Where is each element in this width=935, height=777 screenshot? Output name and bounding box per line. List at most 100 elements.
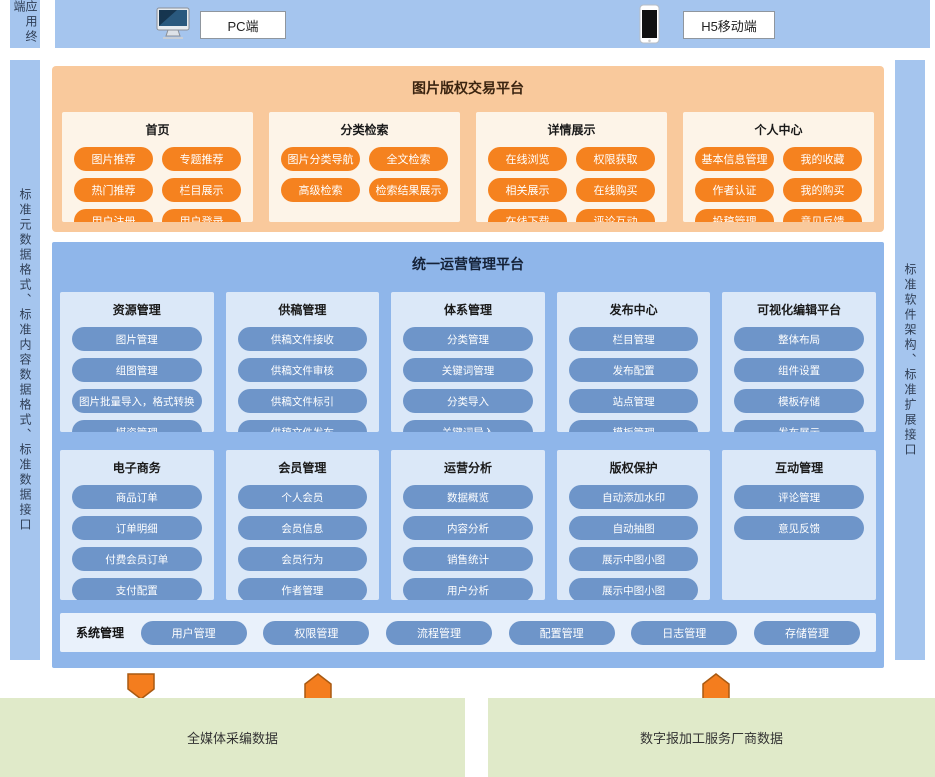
feature-button[interactable]: 用户注册 xyxy=(74,209,153,222)
feature-button[interactable]: 相关展示 xyxy=(488,178,567,202)
feature-button[interactable]: 展示中图小图 xyxy=(568,547,699,571)
button-list: 供稿文件接收供稿文件审核供稿文件标引供稿文件发布 xyxy=(226,325,380,432)
feature-button[interactable]: 订单明细 xyxy=(72,516,202,540)
ops-platform-row1: 资源管理图片管理组图管理图片批量导入，格式转换媒资管理供稿管理供稿文件接收供稿文… xyxy=(60,292,876,432)
desktop-monitor-icon xyxy=(155,7,191,46)
feature-group: 供稿管理供稿文件接收供稿文件审核供稿文件标引供稿文件发布 xyxy=(225,292,380,432)
group-title: 会员管理 xyxy=(278,461,327,475)
group-title: 电子商务 xyxy=(112,461,161,475)
feature-button[interactable]: 栏目管理 xyxy=(568,327,699,351)
system-feature-button[interactable]: 配置管理 xyxy=(508,620,615,645)
feature-button[interactable]: 图片管理 xyxy=(72,327,202,351)
feature-button[interactable]: 供稿文件发布 xyxy=(237,420,368,432)
feature-button[interactable]: 发布配置 xyxy=(568,358,699,382)
feature-button[interactable]: 发布展示 xyxy=(734,420,864,432)
feature-button[interactable]: 权限获取 xyxy=(576,147,655,171)
feature-button[interactable]: 作者认证 xyxy=(695,178,774,202)
data-source-left-label: 全媒体采编数据 xyxy=(186,731,278,746)
system-feature-button[interactable]: 用户管理 xyxy=(140,620,247,645)
feature-button[interactable]: 会员信息 xyxy=(237,516,368,540)
feature-group: 互动管理评论管理意见反馈 xyxy=(722,450,876,600)
feature-button[interactable]: 我的购买 xyxy=(783,178,862,202)
feature-button[interactable]: 栏目展示 xyxy=(162,178,241,202)
feature-button[interactable]: 销售统计 xyxy=(403,547,533,571)
feature-button[interactable]: 组图管理 xyxy=(72,358,202,382)
group-title: 发布中心 xyxy=(609,303,658,317)
feature-button[interactable]: 站点管理 xyxy=(568,389,699,413)
feature-group: 运营分析数据概览内容分析销售统计用户分析 xyxy=(391,450,545,600)
feature-button[interactable]: 在线浏览 xyxy=(488,147,567,171)
ops-platform-panel: 统一运营管理平台 资源管理图片管理组图管理图片批量导入，格式转换媒资管理供稿管理… xyxy=(52,242,884,668)
feature-button[interactable]: 投稿管理 xyxy=(695,209,774,222)
feature-button[interactable]: 评论互动 xyxy=(576,209,655,222)
feature-group: 体系管理分类管理关键词管理分类导入关键词导入 xyxy=(391,292,545,432)
feature-button[interactable]: 个人会员 xyxy=(237,485,368,509)
feature-button[interactable]: 数据概览 xyxy=(403,485,533,509)
feature-button[interactable]: 内容分析 xyxy=(403,516,533,540)
system-feature-button[interactable]: 流程管理 xyxy=(385,620,492,645)
feature-button[interactable]: 热门推荐 xyxy=(74,178,153,202)
feature-button[interactable]: 支付配置 xyxy=(72,578,202,600)
feature-button[interactable]: 用户登录 xyxy=(162,209,241,222)
feature-button[interactable]: 供稿文件审核 xyxy=(237,358,368,382)
button-list: 图片推荐专题推荐热门推荐栏目展示用户注册用户登录 xyxy=(62,145,253,222)
feature-button[interactable]: 供稿文件接收 xyxy=(237,327,368,351)
h5-mobile-terminal-box[interactable]: H5移动端 xyxy=(683,11,775,39)
system-feature-button[interactable]: 存储管理 xyxy=(753,620,860,645)
feature-button[interactable]: 用户分析 xyxy=(403,578,533,600)
group-title: 个人中心 xyxy=(754,123,803,137)
system-feature-button[interactable]: 日志管理 xyxy=(631,620,738,645)
feature-button[interactable]: 组件设置 xyxy=(734,358,864,382)
feature-button[interactable]: 我的收藏 xyxy=(783,147,862,171)
feature-button[interactable]: 基本信息管理 xyxy=(695,147,774,171)
feature-button[interactable]: 会员行为 xyxy=(237,547,368,571)
feature-button[interactable]: 供稿文件标引 xyxy=(237,389,368,413)
button-list: 评论管理意见反馈 xyxy=(722,483,876,542)
feature-button[interactable]: 展示中图小图 xyxy=(568,578,699,600)
feature-button[interactable]: 在线购买 xyxy=(576,178,655,202)
feature-button[interactable]: 媒资管理 xyxy=(72,420,202,432)
feature-group: 分类检索图片分类导航全文检索高级检索检索结果展示 xyxy=(269,112,460,222)
feature-button[interactable]: 评论管理 xyxy=(734,485,864,509)
feature-button[interactable]: 关键词管理 xyxy=(403,358,533,382)
feature-group: 电子商务商品订单订单明细付费会员订单支付配置 xyxy=(60,450,214,600)
feature-button[interactable]: 自动抽图 xyxy=(568,516,699,540)
feature-button[interactable]: 自动添加水印 xyxy=(568,485,699,509)
right-standards-label: 标准软件架构、标准扩展接口 xyxy=(903,262,917,458)
feature-button[interactable]: 付费会员订单 xyxy=(72,547,202,571)
feature-button[interactable]: 分类导入 xyxy=(403,389,533,413)
group-title: 资源管理 xyxy=(112,303,161,317)
feature-button[interactable]: 意见反馈 xyxy=(783,209,862,222)
button-list: 图片分类导航全文检索高级检索检索结果展示 xyxy=(269,145,460,204)
pc-terminal-label: PC端 xyxy=(227,18,259,34)
feature-button[interactable]: 作者管理 xyxy=(237,578,368,600)
feature-button[interactable]: 意见反馈 xyxy=(734,516,864,540)
feature-button[interactable]: 图片批量导入，格式转换 xyxy=(72,389,202,413)
feature-button[interactable]: 关键词导入 xyxy=(403,420,533,432)
button-list: 栏目管理发布配置站点管理模板管理 xyxy=(557,325,711,432)
feature-button[interactable]: 模板存储 xyxy=(734,389,864,413)
terminal-bar: PC端 H5移动端 xyxy=(55,0,930,48)
group-title: 互动管理 xyxy=(775,461,824,475)
feature-button[interactable]: 模板管理 xyxy=(568,420,699,432)
feature-button[interactable]: 在线下载 xyxy=(488,209,567,222)
feature-button[interactable]: 图片分类导航 xyxy=(281,147,360,171)
feature-button[interactable]: 检索结果展示 xyxy=(369,178,448,202)
trading-platform-groups: 首页图片推荐专题推荐热门推荐栏目展示用户注册用户登录分类检索图片分类导航全文检索… xyxy=(62,112,874,222)
system-feature-button[interactable]: 权限管理 xyxy=(263,620,370,645)
feature-button[interactable]: 高级检索 xyxy=(281,178,360,202)
feature-group: 版权保护自动添加水印自动抽图展示中图小图展示中图小图 xyxy=(556,450,711,600)
feature-button[interactable]: 全文检索 xyxy=(369,147,448,171)
button-list: 分类管理关键词管理分类导入关键词导入 xyxy=(391,325,545,432)
feature-button[interactable]: 整体布局 xyxy=(734,327,864,351)
pc-terminal-box[interactable]: PC端 xyxy=(200,11,286,39)
application-terminal-label: 应用终端 xyxy=(12,0,38,45)
feature-button[interactable]: 图片推荐 xyxy=(74,147,153,171)
feature-button[interactable]: 专题推荐 xyxy=(162,147,241,171)
feature-button[interactable]: 分类管理 xyxy=(403,327,533,351)
trading-platform-panel: 图片版权交易平台 首页图片推荐专题推荐热门推荐栏目展示用户注册用户登录分类检索图… xyxy=(52,66,884,232)
trading-platform-title: 图片版权交易平台 xyxy=(412,80,524,96)
ops-platform-row2: 电子商务商品订单订单明细付费会员订单支付配置 会员管理个人会员会员信息会员行为作者… xyxy=(60,450,876,600)
feature-button[interactable]: 商品订单 xyxy=(72,485,202,509)
